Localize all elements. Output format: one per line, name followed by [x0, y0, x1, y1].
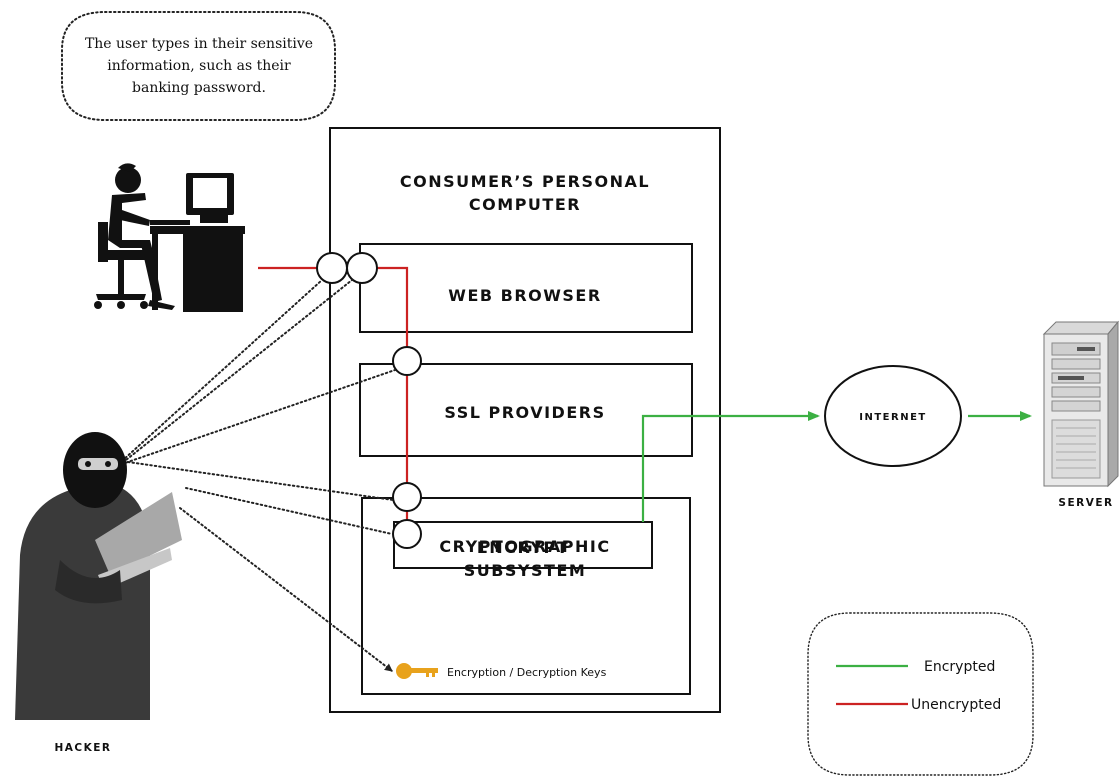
- hacker-icon: [15, 432, 182, 720]
- ssl-providers-box: [359, 363, 693, 457]
- callout-line-1: The user types in their sensitive: [85, 36, 313, 52]
- unencrypted-path: [258, 266, 409, 534]
- attack-lines: [111, 279, 396, 672]
- intercept-circle-3: [392, 346, 422, 376]
- encrypt-box-real: [393, 521, 653, 569]
- cryptographic-subsystem-box: [361, 497, 691, 695]
- intercept-circle-2: [346, 252, 378, 284]
- crypto-label-line-2: SUBSYSTEM: [464, 561, 587, 580]
- user-at-desk-icon: [94, 163, 245, 312]
- ssl-providers-label: SSL PROVIDERS: [444, 403, 605, 422]
- computer-title-line-2: COMPUTER: [469, 195, 581, 214]
- encrypted-path: [641, 411, 820, 522]
- keys-label: Encryption / Decryption Keys: [447, 666, 607, 679]
- intercept-circle-1: [316, 252, 348, 284]
- web-browser-label: WEB BROWSER: [448, 286, 601, 305]
- server-icon: [1042, 320, 1119, 488]
- callout-line-3: banking password.: [132, 80, 266, 96]
- personal-computer-box: [329, 127, 721, 713]
- internet-node: [824, 365, 962, 467]
- legend: Encrypted Unencrypted: [807, 612, 1034, 776]
- interception-points: [316, 252, 422, 549]
- encrypt-label: ENCRYPT: [477, 538, 569, 557]
- legend-unencrypted-label: Unencrypted: [911, 697, 1001, 713]
- callout-bubble: The user types in their sensitive inform…: [61, 11, 336, 121]
- key-icon: [396, 663, 438, 679]
- server-label: SERVER: [1058, 497, 1113, 509]
- hacker-label: HACKER: [54, 742, 111, 754]
- callout-line-2: information, such as their: [107, 58, 291, 74]
- legend-encrypted-label: Encrypted: [924, 659, 995, 675]
- intercept-circle-4: [392, 482, 422, 512]
- computer-title-line-1: CONSUMER’S PERSONAL: [400, 172, 650, 191]
- internet-label: INTERNET: [859, 412, 926, 423]
- web-browser-box: [359, 243, 693, 333]
- intercept-circle-5: [392, 519, 422, 549]
- crypto-label-line-1: CRYPTOGRAPHIC: [439, 537, 610, 556]
